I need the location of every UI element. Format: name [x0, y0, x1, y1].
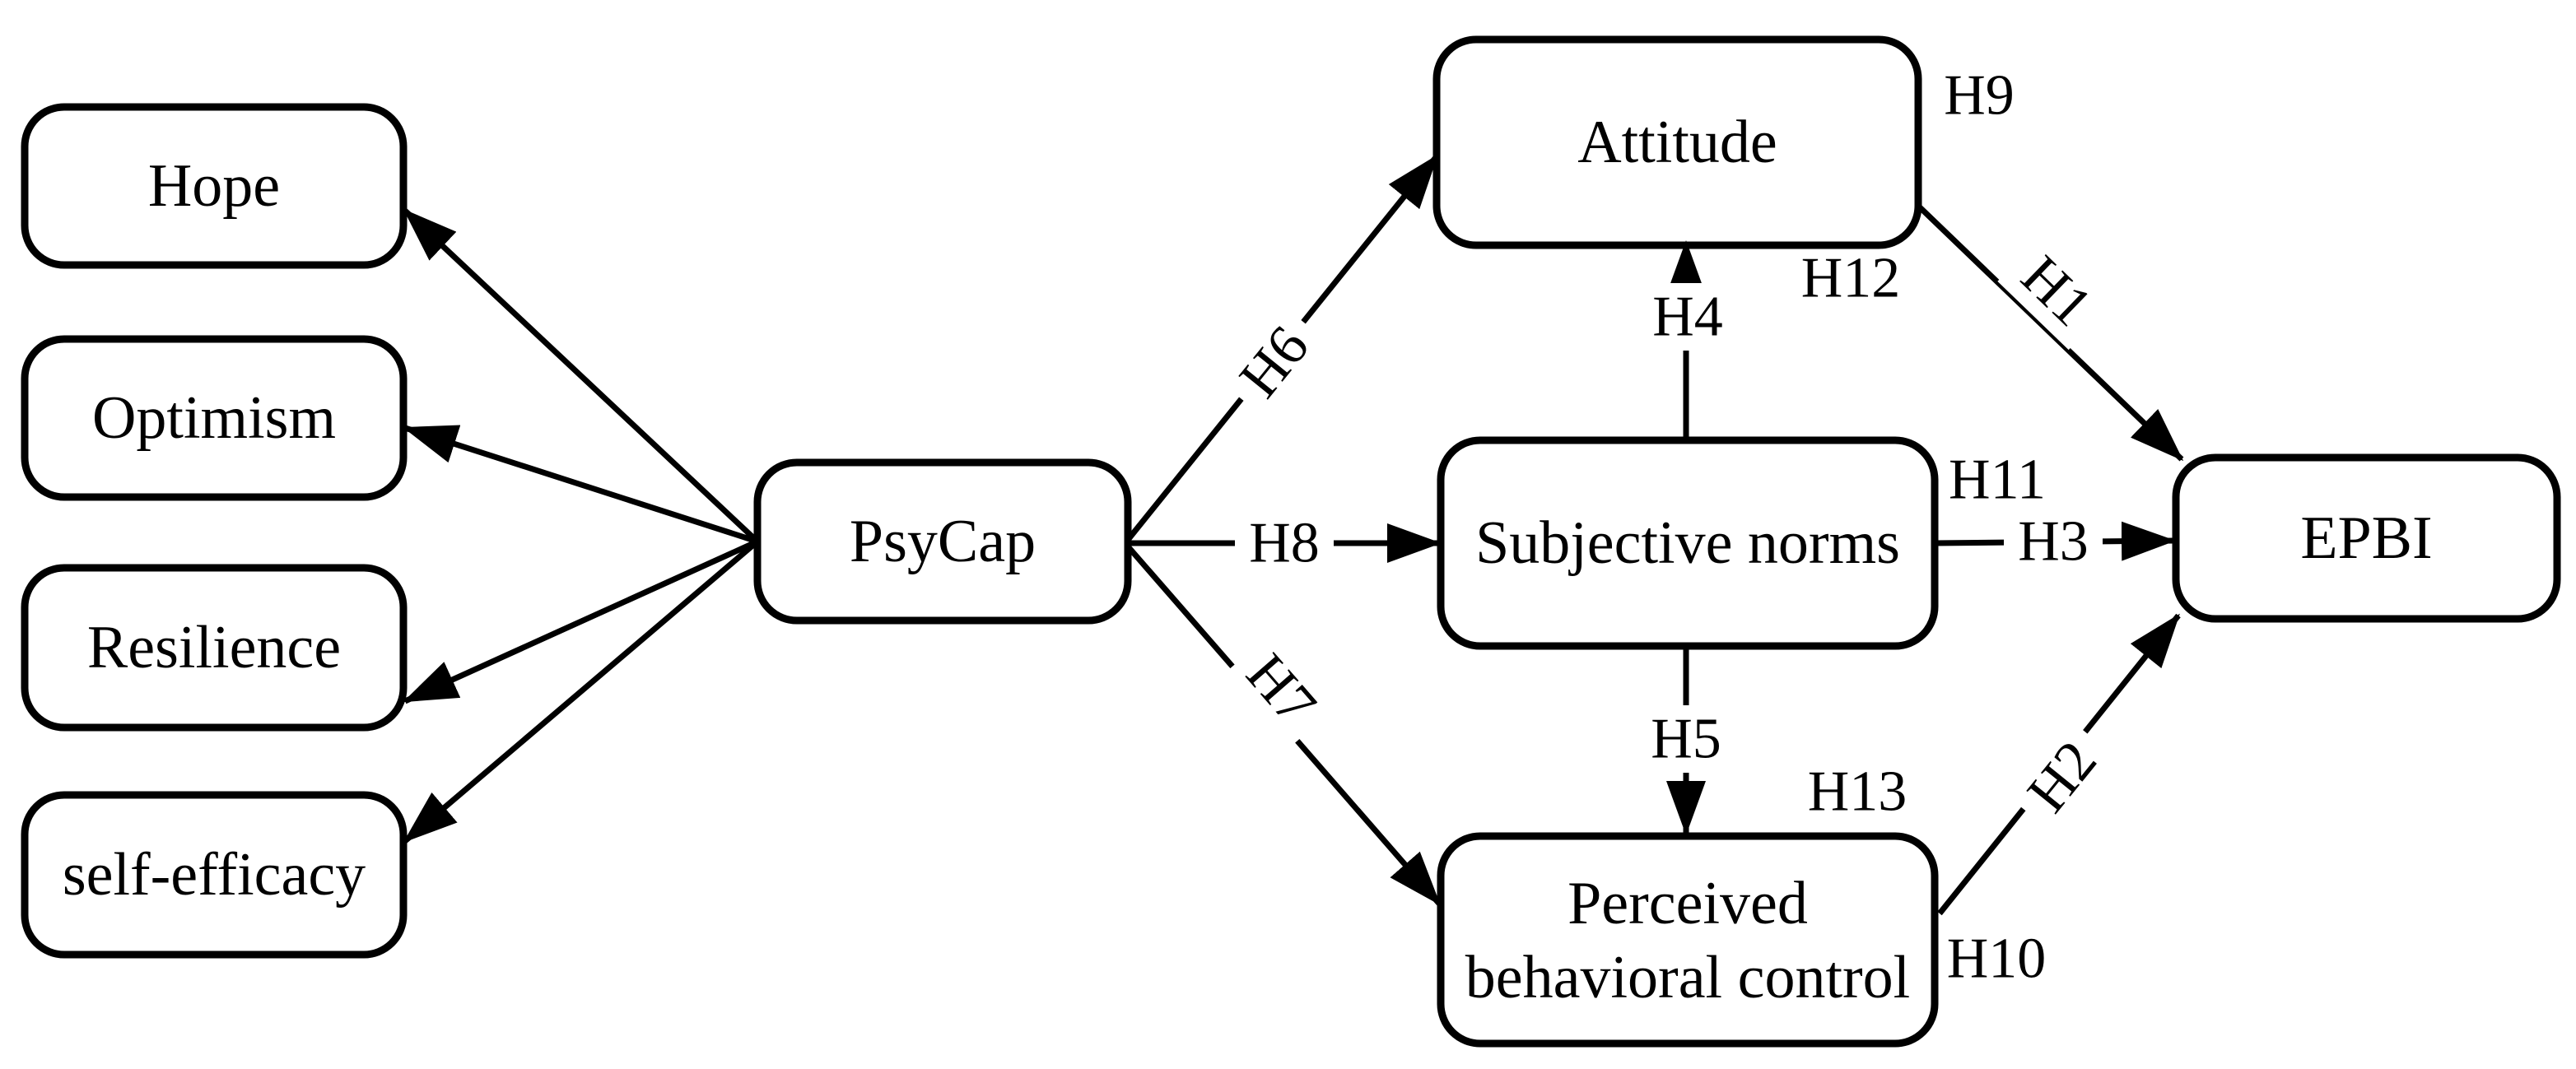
edge-label-halo: [1997, 232, 2116, 351]
edge-psycap-to-resilience-line: [403, 538, 759, 704]
edge-label-halo: [1217, 302, 1332, 422]
edges-layer: [403, 154, 2184, 916]
node-attitude: Attitude: [1432, 35, 1922, 249]
edge-psycap-to-self-efficacy-line: [403, 539, 760, 844]
edge-label-halo: [1638, 283, 1737, 351]
node-self-efficacy-box: [21, 791, 408, 959]
edge-psycap-to-hope-line: [403, 208, 760, 544]
edge-label-halo: [2004, 508, 2103, 575]
node-epbi-label: EPBI: [2300, 504, 2432, 572]
node-pbc-label-line-1: Perceived: [1567, 870, 1808, 937]
edge-label-halo: [2005, 717, 2120, 837]
edge-psycap-to-subjective-norms-label-group: H8: [1235, 509, 1334, 577]
node-resilience-box: [21, 564, 408, 732]
edge-label-halo: [1637, 705, 1735, 773]
node-psycap: PsyCap: [753, 458, 1132, 625]
node-hope-box: [21, 103, 408, 269]
edge-subjective-norms-to-attitude-label-group: H4: [1638, 283, 1737, 351]
edge-subjective-norms-to-pbc-label-group: H5: [1637, 705, 1735, 773]
node-hope: Hope: [21, 103, 408, 269]
edge-psycap-to-subjective-norms-label: H8: [1249, 512, 1320, 575]
node-self-efficacy: self-efficacy: [21, 791, 408, 959]
node-psycap-label: PsyCap: [850, 508, 1036, 575]
node-self-efficacy-label: self-efficacy: [63, 841, 366, 909]
edge-subjective-norms-to-pbc-label: H5: [1651, 708, 1721, 771]
label-h10: H10: [1947, 927, 2047, 991]
edge-subjective-norms-to-attitude-label: H4: [1652, 286, 1723, 349]
node-optimism: Optimism: [21, 335, 408, 501]
node-resilience-label: Resilience: [87, 614, 341, 681]
node-epbi-box: [2172, 453, 2561, 623]
edge-label-halo: [1223, 630, 1339, 750]
label-h13: H13: [1808, 760, 1908, 824]
label-h11: H11: [1949, 449, 2046, 512]
node-pbc-label-line-2: behavioral control: [1465, 944, 1910, 1011]
label-h9: H9: [1944, 64, 2015, 128]
node-subjective-norms-label: Subjective norms: [1475, 509, 1900, 577]
node-epbi: EPBI: [2172, 453, 2561, 623]
node-pbc-label: Perceived behavioral control: [1465, 870, 1910, 1011]
node-resilience: Resilience: [21, 564, 408, 732]
node-attitude-label: Attitude: [1577, 109, 1777, 176]
edge-attitude-to-epbi-label-group: H1: [1997, 232, 2116, 351]
edge-psycap-to-optimism-line: [403, 425, 759, 545]
edge-label-halo: [1235, 509, 1334, 577]
label-h12: H12: [1801, 247, 1901, 310]
edge-pbc-to-epbi-label-group: H2: [2005, 717, 2120, 837]
edge-subjective-norms-to-epbi-label-group: H3: [2004, 508, 2103, 575]
edge-attitude-to-epbi-line: [1917, 205, 2184, 462]
node-hope-label: Hope: [148, 152, 280, 220]
edge-psycap-to-pbc-label-group: H7: [1223, 630, 1339, 750]
node-pbc: Perceived behavioral control: [1437, 832, 1939, 1048]
node-optimism-box: [21, 335, 408, 501]
edge-subjective-norms-to-epbi-label: H3: [2018, 510, 2089, 574]
node-optimism-label: Optimism: [92, 384, 336, 452]
node-subjective-norms: Subjective norms: [1437, 436, 1939, 650]
node-pbc-box: [1437, 832, 1939, 1048]
